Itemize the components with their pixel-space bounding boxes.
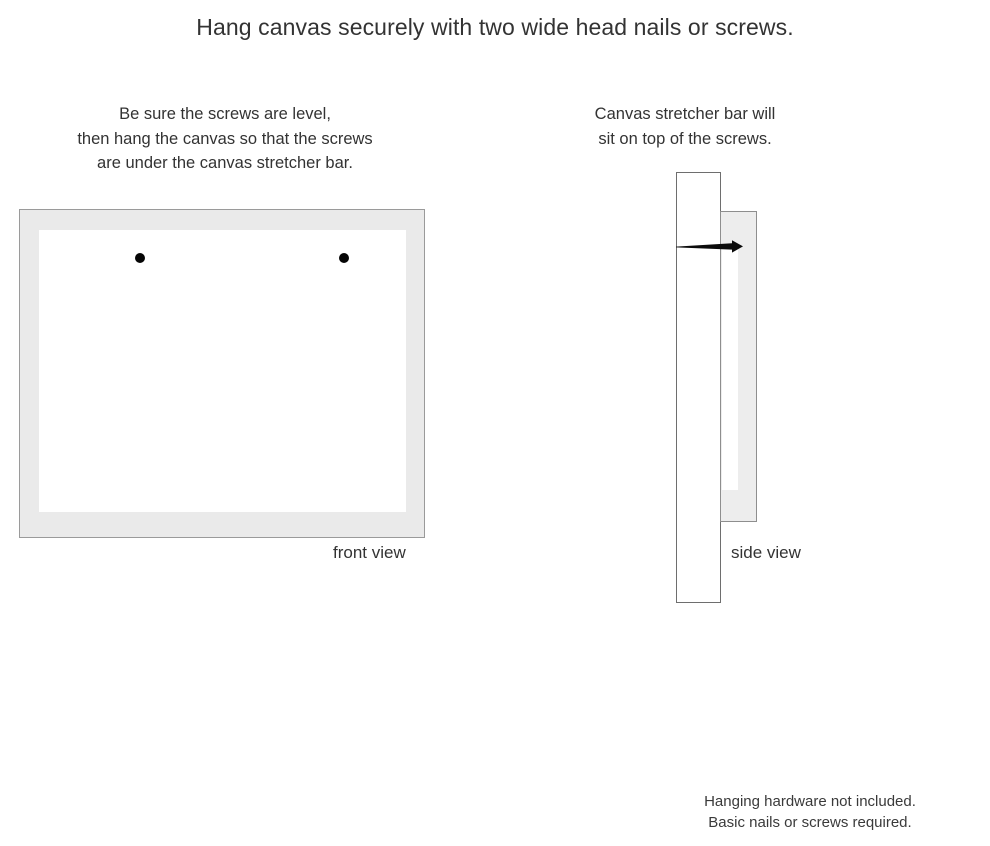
wall-profile — [676, 172, 721, 603]
nail-side-icon — [676, 240, 743, 253]
front-view-illustration — [19, 209, 425, 538]
canvas-face-front — [39, 230, 406, 512]
footer-notes: Hanging hardware not included. Basic nai… — [640, 791, 980, 833]
canvas-face-side — [722, 248, 738, 490]
footer-note-line-2: Basic nails or screws required. — [708, 814, 912, 831]
side-view-label: side view — [731, 543, 801, 562]
front-view-caption: Be sure the screws are level, then hang … — [77, 105, 373, 172]
screw-head-left-icon — [135, 253, 145, 263]
screw-head-right-icon — [339, 253, 349, 263]
side-view-caption: Canvas stretcher bar will sit on top of … — [594, 105, 776, 148]
footer-note-line-1: Hanging hardware not included. — [704, 793, 916, 810]
front-view-label: front view — [333, 543, 406, 562]
side-view-illustration — [660, 165, 780, 610]
page-title: Hang canvas securely with two wide head … — [196, 14, 794, 40]
